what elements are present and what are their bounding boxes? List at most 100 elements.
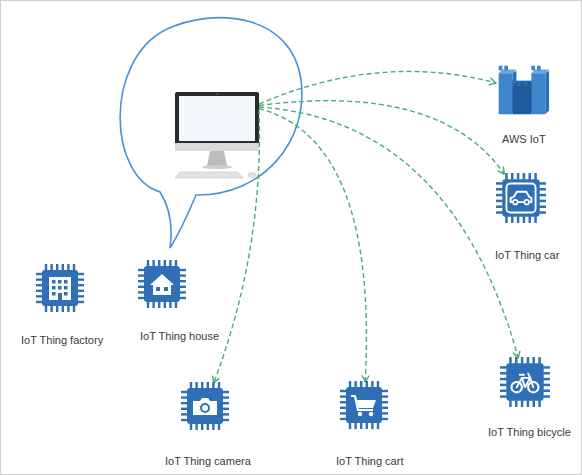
icon-shape bbox=[528, 216, 530, 223]
icon-shape bbox=[382, 418, 389, 420]
iot-node: IoT Thing car bbox=[493, 172, 562, 263]
icon-shape bbox=[502, 179, 539, 216]
icon-shape bbox=[138, 286, 145, 288]
icon-shape bbox=[144, 266, 180, 302]
icon-shape bbox=[201, 424, 203, 431]
icon-shape bbox=[64, 286, 68, 290]
icon-shape bbox=[515, 357, 517, 364]
keyboard bbox=[175, 172, 243, 178]
icon-shape bbox=[223, 396, 230, 398]
icon-shape bbox=[511, 216, 513, 223]
icon-shape bbox=[513, 86, 532, 114]
node-label: IoT Thing car bbox=[495, 249, 559, 262]
icon-shape bbox=[36, 284, 43, 286]
icon-shape bbox=[50, 306, 52, 313]
icon-shape bbox=[543, 366, 550, 368]
icon-shape bbox=[42, 270, 78, 306]
connector-line bbox=[214, 110, 260, 383]
icon-shape bbox=[180, 286, 187, 288]
icon-shape bbox=[532, 400, 534, 407]
icon-shape bbox=[36, 278, 43, 280]
icon-shape bbox=[534, 216, 536, 223]
connector-line bbox=[259, 101, 504, 174]
icon-shape bbox=[543, 389, 550, 391]
bicycle-chip-icon bbox=[499, 356, 551, 408]
icon-shape bbox=[532, 357, 534, 364]
icon-shape bbox=[58, 293, 62, 300]
factory-chip-icon bbox=[35, 263, 85, 313]
icon-shape bbox=[346, 387, 382, 423]
icon-shape bbox=[527, 400, 529, 407]
icon-shape bbox=[340, 401, 347, 403]
icon-shape bbox=[181, 402, 188, 404]
dashed-arrow bbox=[259, 101, 504, 174]
icon-shape bbox=[175, 260, 177, 267]
icon-shape bbox=[207, 382, 209, 389]
icon-shape bbox=[67, 264, 69, 271]
icon-shape bbox=[181, 408, 188, 410]
icon-shape bbox=[169, 302, 171, 309]
icon-shape bbox=[543, 372, 550, 374]
dashed-arrow bbox=[259, 71, 496, 104]
icon-shape bbox=[513, 200, 518, 205]
icon-shape bbox=[539, 200, 546, 202]
icon-shape bbox=[195, 382, 197, 389]
icon-shape bbox=[181, 396, 188, 398]
icon-shape bbox=[500, 372, 507, 374]
icon-shape bbox=[190, 382, 192, 389]
icon-shape bbox=[500, 384, 507, 386]
icon-shape bbox=[223, 402, 230, 404]
icon-shape bbox=[58, 286, 62, 290]
icon-shape bbox=[67, 306, 69, 313]
iot-node: AWS IoT bbox=[494, 62, 550, 147]
icon-shape bbox=[36, 295, 43, 297]
icon-shape bbox=[52, 286, 56, 290]
icon-shape bbox=[180, 280, 187, 282]
icon-shape bbox=[543, 378, 550, 380]
icon-shape bbox=[539, 188, 546, 190]
icon-shape bbox=[169, 260, 171, 267]
icon-shape bbox=[523, 173, 525, 180]
icon-shape bbox=[164, 302, 166, 309]
monitor-screen bbox=[179, 96, 255, 141]
icon-shape bbox=[500, 366, 507, 368]
icon-shape bbox=[181, 391, 188, 393]
icon-shape bbox=[358, 412, 362, 416]
icon-shape bbox=[506, 363, 543, 400]
icon-shape bbox=[138, 269, 145, 271]
icon-shape bbox=[62, 306, 64, 313]
icon-shape bbox=[520, 82, 524, 87]
icon-shape bbox=[147, 260, 149, 267]
icon-shape bbox=[366, 381, 368, 388]
icon-shape bbox=[150, 274, 174, 295]
icon-shape bbox=[138, 280, 145, 282]
icon-shape bbox=[223, 419, 230, 421]
icon-shape bbox=[193, 398, 217, 415]
icon-shape bbox=[180, 269, 187, 271]
icon-shape bbox=[212, 424, 214, 431]
icon-shape bbox=[158, 302, 160, 309]
icon-shape bbox=[538, 400, 540, 407]
icon-shape bbox=[340, 407, 347, 409]
icon-shape bbox=[509, 400, 511, 407]
icon-shape bbox=[180, 274, 187, 276]
icon-shape bbox=[164, 287, 168, 291]
icon-shape bbox=[506, 183, 535, 212]
mouse bbox=[248, 173, 256, 178]
icon-shape bbox=[152, 260, 154, 267]
icon-shape bbox=[371, 381, 373, 388]
icon-shape bbox=[499, 66, 503, 71]
icon-shape bbox=[78, 284, 85, 286]
icon-shape bbox=[528, 173, 530, 180]
icon-shape bbox=[521, 400, 523, 407]
icon-shape bbox=[539, 194, 546, 196]
dashed-arrow bbox=[213, 110, 260, 383]
arrow-head bbox=[498, 167, 504, 174]
node-label: IoT Thing factory bbox=[21, 334, 103, 347]
icon-shape bbox=[354, 381, 356, 388]
node-label: IoT Thing house bbox=[140, 330, 219, 343]
icon-shape bbox=[64, 292, 68, 296]
